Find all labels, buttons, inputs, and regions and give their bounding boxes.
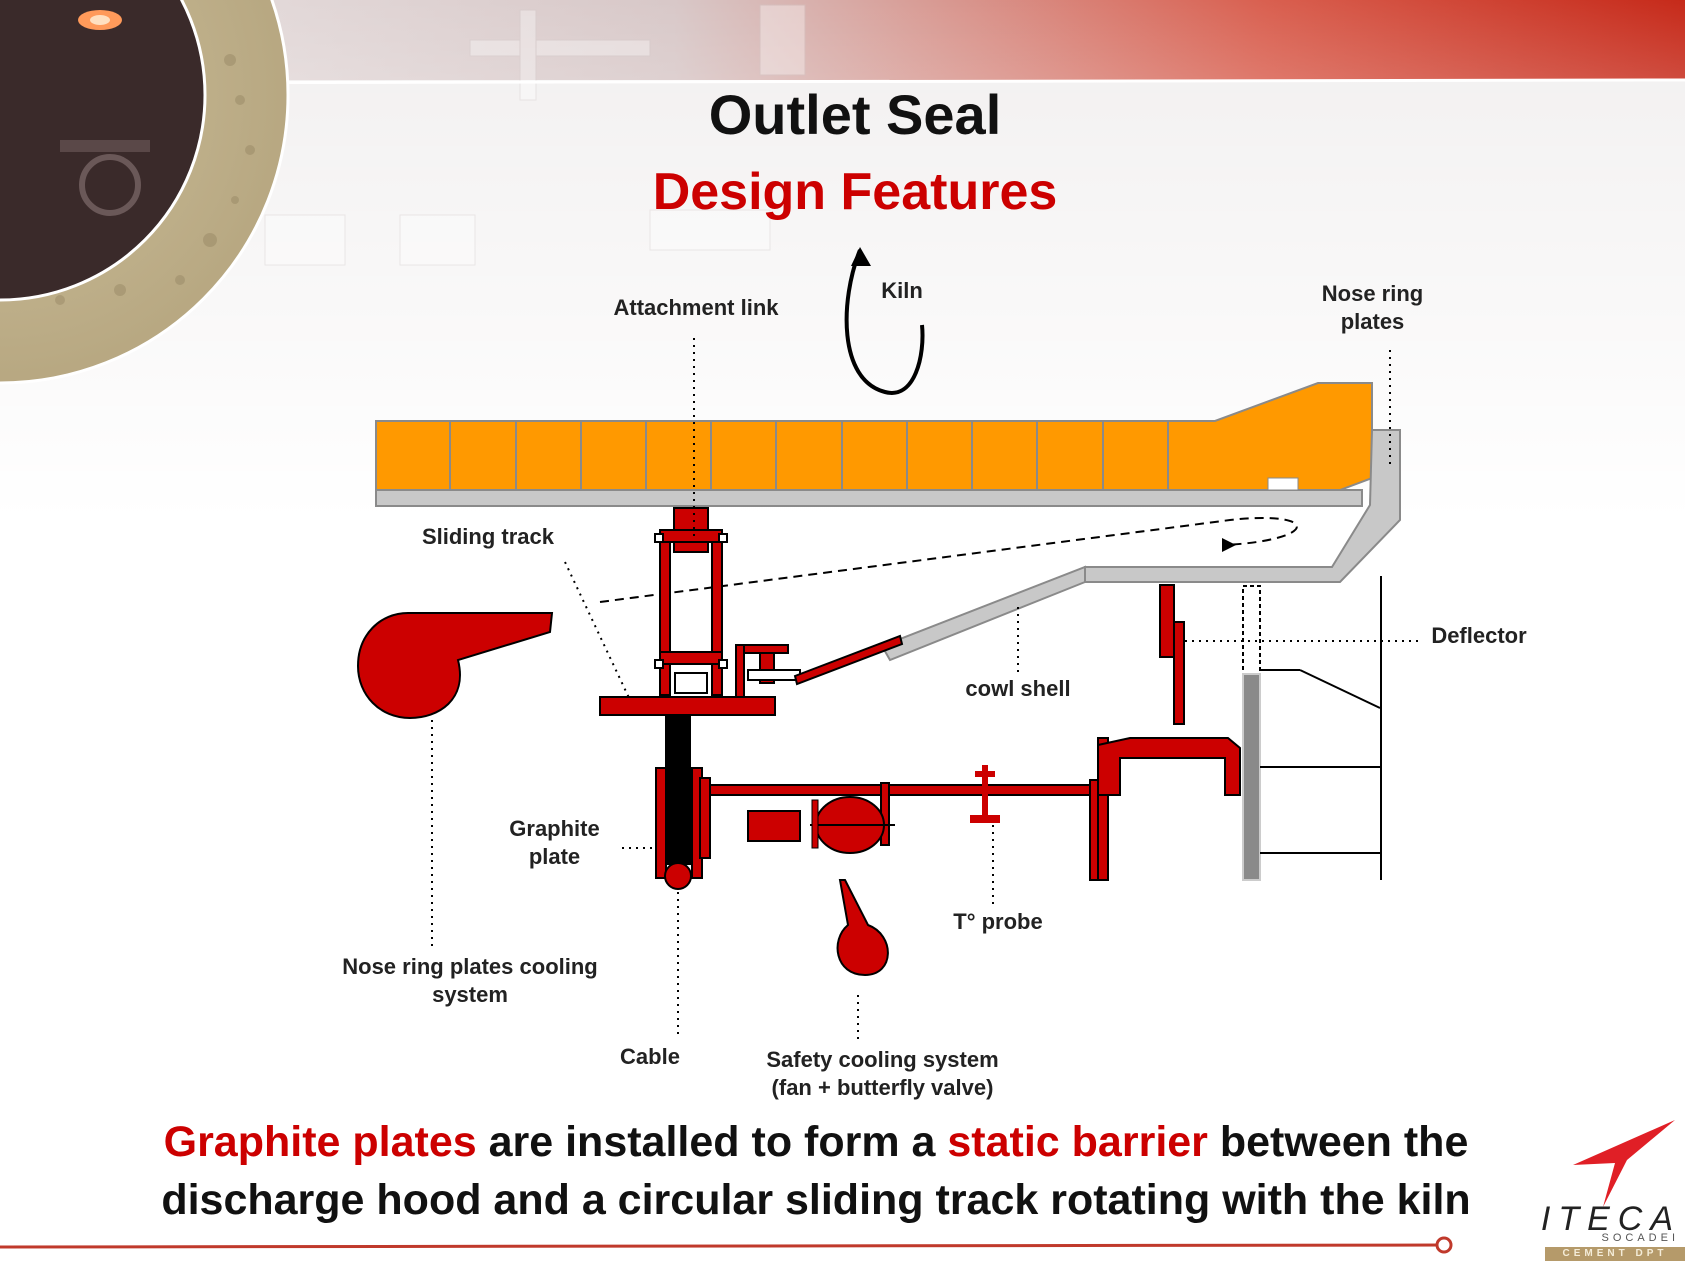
caption-line-1: Graphite plates are installed to form a … (96, 1113, 1536, 1171)
graphite-plate (665, 715, 691, 865)
label-deflector: Deflector (1431, 623, 1527, 648)
nose-ring-plates (375, 382, 1373, 491)
label-t-probe: T° probe (953, 909, 1043, 934)
label-sliding-track: Sliding track (421, 524, 555, 549)
cooling-duct (699, 584, 1241, 881)
caption-line-2: discharge hood and a circular sliding tr… (161, 1176, 1471, 1224)
hood-frame (1260, 576, 1382, 880)
t-probe (970, 765, 1000, 823)
kiln-rotation-arrow (844, 249, 925, 395)
logo-name: ITECA (1540, 1200, 1681, 1238)
label-attachment-link: Attachment link (613, 295, 779, 320)
cowl-link (735, 634, 904, 698)
caption-text: between the (1207, 1118, 1469, 1166)
caption: Graphite plates are installed to form a … (96, 1113, 1536, 1229)
deflector (1242, 585, 1261, 675)
cable-weight (664, 862, 692, 890)
logo-sub: SOCADEI (1601, 1232, 1679, 1244)
nose-cooling-fan-icon (356, 612, 554, 720)
footer-rule (0, 1243, 1446, 1249)
header-rule (23, 78, 1685, 85)
airflow-path (599, 516, 1298, 603)
caption-highlight: Graphite plates (163, 1118, 477, 1166)
logo-band: CEMENT DPT (1545, 1247, 1685, 1261)
safety-fan-icon (836, 879, 889, 977)
kiln-shell (375, 489, 1363, 507)
caption-text: are installed to form a (476, 1118, 948, 1166)
valve-actuator (747, 810, 801, 842)
cowl-shell (880, 565, 1086, 662)
label-cowl-shell: cowl shell (965, 676, 1071, 701)
label-nose-cooling: Nose ring plates cooling system (342, 954, 598, 1007)
leader-lines (431, 338, 1418, 1040)
iteca-logo-mark (1573, 1120, 1675, 1207)
label-safety-cooling: Safety cooling system (fan + butterfly v… (766, 1047, 999, 1100)
attachment-link (599, 507, 776, 716)
page-title: Outlet Seal (708, 83, 1002, 146)
caption-highlight: static barrier (947, 1118, 1208, 1166)
label-cable: Cable (620, 1044, 680, 1069)
label-nose-ring-plates: Nose ring plates (1321, 281, 1424, 334)
label-kiln: Kiln (881, 278, 923, 303)
page-subtitle: Design Features (652, 163, 1058, 221)
label-graphite-plate: Graphite plate (509, 816, 600, 869)
hood-wall (1242, 673, 1261, 881)
